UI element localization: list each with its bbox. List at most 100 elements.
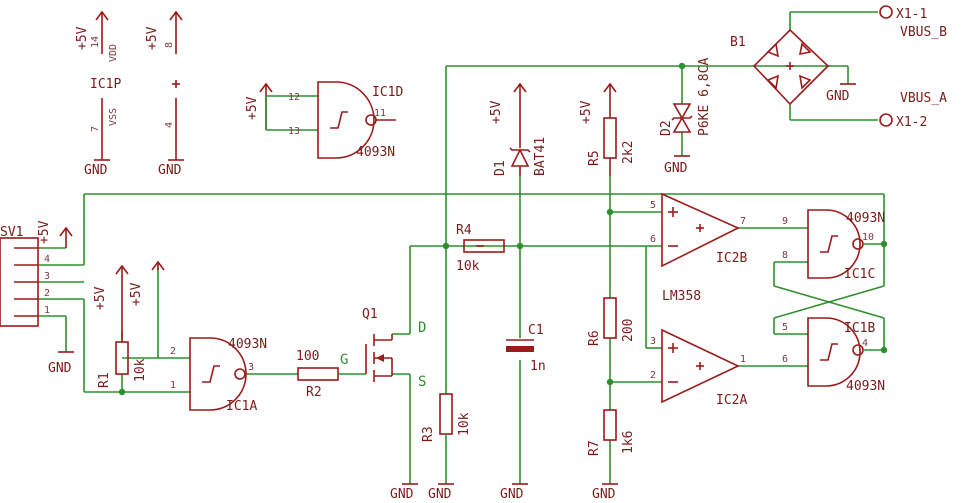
pin-number: 2: [44, 288, 50, 299]
part-label-r4: R4: [456, 223, 472, 238]
pin-number: 14: [90, 36, 101, 48]
pin-label-source: S: [418, 374, 426, 390]
wires: [38, 11, 885, 484]
net-label-vcc: +5V: [145, 26, 160, 50]
pin-number: 8: [164, 42, 175, 48]
part-label-ic1a: IC1A: [226, 399, 257, 414]
net-label-vcc: +5V: [579, 100, 594, 124]
part-value-ic1a: 4093N: [228, 337, 267, 352]
part-value-r1: 10k: [133, 358, 148, 382]
part-label-ic2b: IC2B: [716, 251, 747, 266]
part-label-d2: D2: [659, 120, 674, 136]
part-value-ic1b: 4093N: [846, 379, 885, 394]
part-value-ic1d: 4093N: [356, 145, 395, 160]
part-label-ic2a: IC2A: [716, 393, 747, 408]
net-label-gnd: GND: [84, 163, 108, 178]
pin-number: 2: [650, 370, 656, 381]
resistor-r5: [603, 82, 617, 176]
pin-number: 7: [90, 126, 101, 132]
connector-label-x1-2: X1-2: [896, 115, 927, 130]
part-value-d1: BAT41: [533, 137, 548, 176]
bridge-rectifier-b1: [752, 5, 893, 127]
part-label-sv1: SV1: [0, 225, 23, 240]
pin-number: 4: [862, 338, 868, 349]
part-label-b1: B1: [730, 35, 746, 50]
part-label-r2: R2: [306, 385, 322, 400]
pin-number: 11: [374, 108, 386, 119]
diode-d2: [671, 103, 693, 157]
part-label-ic1d: IC1D: [372, 85, 403, 100]
net-label-gnd: GND: [592, 487, 616, 502]
pin-number: 3: [44, 271, 50, 282]
net-label-gnd: GND: [48, 361, 72, 376]
part-label-r3: R3: [421, 426, 436, 442]
resistor-r1: [115, 260, 165, 375]
gate-ic1c: [807, 209, 864, 279]
pin-number: 3: [248, 362, 254, 373]
connector-sv1: [0, 226, 74, 353]
pin-label-gate: G: [340, 352, 348, 368]
pin-number: 12: [288, 92, 300, 103]
net-label-vcc: +5V: [93, 286, 108, 310]
part-label-r1: R1: [97, 372, 112, 388]
pin-label-drain: D: [418, 320, 426, 336]
pin-number: 9: [782, 216, 788, 227]
net-label-vbus-b: VBUS_B: [900, 25, 947, 40]
part-label-r5: R5: [587, 150, 602, 166]
gate-ic1d: [259, 81, 396, 159]
part-value-r6: 200: [621, 319, 636, 342]
pin-number: 4: [164, 122, 175, 128]
part-value-r7: 1k6: [621, 431, 636, 454]
pin-number: 7: [740, 216, 746, 227]
pin-number: 2: [170, 346, 176, 357]
connector-label-x1-1: X1-1: [896, 7, 927, 22]
part-value-d2: P6KE 6,8CA: [697, 58, 712, 136]
pin-name-vss: VSS: [108, 108, 119, 126]
gate-ic1b: [807, 317, 864, 387]
net-label-gnd: GND: [826, 89, 850, 104]
net-label-gnd: GND: [500, 487, 524, 502]
part-value-ic1c: 4093N: [846, 211, 885, 226]
pin-number: 10: [862, 232, 874, 243]
pin-number: 1: [44, 305, 50, 316]
diode-d1: [509, 82, 531, 176]
resistor-r3: [438, 393, 454, 485]
resistor-r6: [603, 297, 617, 339]
junctions: [118, 62, 888, 396]
part-value-r2: 100: [296, 349, 319, 364]
pin-number: 1: [740, 354, 746, 365]
part-label-ic1b: IC1B: [844, 321, 875, 336]
net-label-gnd: GND: [428, 487, 452, 502]
net-label-vcc: +5V: [37, 220, 52, 244]
opamp-ic2b: [661, 192, 740, 268]
resistor-r4: [463, 239, 505, 253]
net-label-vcc: +5V: [129, 282, 144, 306]
gate-ic1a: [189, 337, 247, 411]
pin-name-vdd: VDD: [108, 44, 119, 62]
capacitor-c1: [506, 339, 534, 485]
part-label-d1: D1: [493, 160, 508, 176]
pin-number: 13: [288, 126, 300, 137]
part-label-r6: R6: [587, 330, 602, 346]
resistor-r7: [602, 409, 618, 485]
part-value-r3: 10k: [457, 412, 472, 436]
part-label-c1: C1: [528, 323, 544, 338]
part-label-q1: Q1: [362, 307, 378, 322]
pin-number: 6: [650, 234, 656, 245]
part-label-ic1p: IC1P: [90, 77, 121, 92]
pin-number: 8: [782, 250, 788, 261]
net-label-gnd: GND: [158, 163, 182, 178]
mosfet-q1: [365, 334, 393, 382]
net-label-vbus-a: VBUS_A: [900, 91, 947, 106]
part-value-ic2: LM358: [662, 289, 701, 304]
pin-number: 5: [782, 322, 788, 333]
net-label-vcc: +5V: [489, 100, 504, 124]
pin-number: 3: [650, 336, 656, 347]
pin-number: 1: [170, 380, 176, 391]
part-label-ic1c: IC1C: [844, 267, 875, 282]
part-value-r4: 10k: [456, 259, 480, 274]
net-label-vcc: +5V: [245, 96, 260, 120]
pin-number: 5: [650, 200, 656, 211]
